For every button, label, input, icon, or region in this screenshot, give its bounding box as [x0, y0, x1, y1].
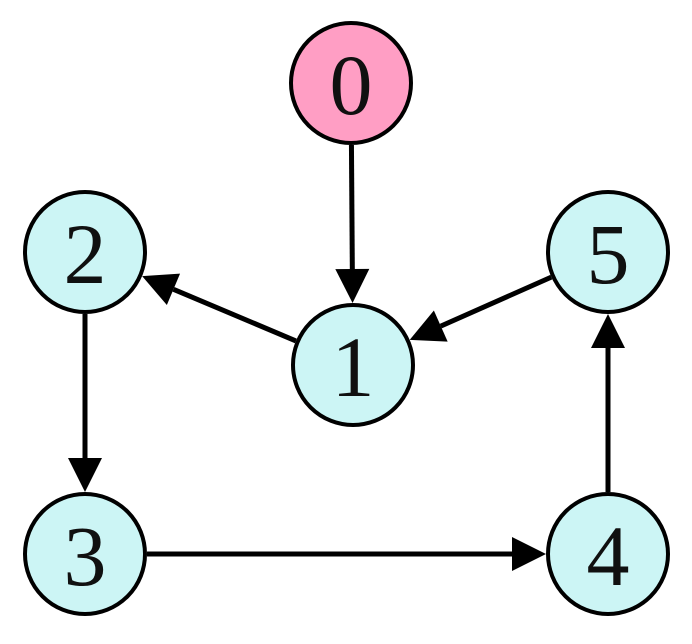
node-3[interactable]: 3	[23, 492, 147, 616]
node-1[interactable]: 1	[291, 303, 415, 427]
node-label: 2	[64, 206, 107, 302]
node-circle[interactable]	[546, 190, 670, 314]
node-label: 3	[64, 508, 107, 604]
edge-arrowhead	[68, 458, 102, 492]
nodes-layer: 0 1 2 3 4 5	[23, 21, 670, 616]
edge-2-to-3	[68, 314, 102, 492]
node-circle[interactable]	[289, 21, 413, 145]
node-label: 5	[587, 206, 630, 302]
edges-layer	[68, 144, 625, 571]
edge-shaft	[348, 144, 355, 270]
node-circle[interactable]	[291, 303, 415, 427]
edge-arrowhead	[591, 314, 625, 348]
node-label: 4	[587, 508, 630, 604]
edge-5-to-1	[409, 274, 553, 342]
edge-1-to-2	[142, 273, 297, 344]
edge-shaft	[172, 286, 297, 344]
node-circle[interactable]	[23, 190, 147, 314]
edge-shaft	[439, 274, 553, 329]
node-circle[interactable]	[546, 492, 670, 616]
edge-0-to-1	[335, 144, 370, 304]
edge-arrowhead	[335, 268, 370, 304]
edge-arrowhead	[142, 273, 181, 305]
edge-arrowhead	[512, 537, 546, 571]
node-label: 0	[330, 37, 373, 133]
node-4[interactable]: 4	[546, 492, 670, 616]
node-5[interactable]: 5	[546, 190, 670, 314]
node-2[interactable]: 2	[23, 190, 147, 314]
edge-arrowhead	[409, 310, 448, 342]
node-0[interactable]: 0	[289, 21, 413, 145]
edge-4-to-5	[591, 314, 625, 492]
edge-3-to-4	[147, 537, 546, 571]
node-circle[interactable]	[23, 492, 147, 616]
node-label: 1	[332, 319, 375, 415]
